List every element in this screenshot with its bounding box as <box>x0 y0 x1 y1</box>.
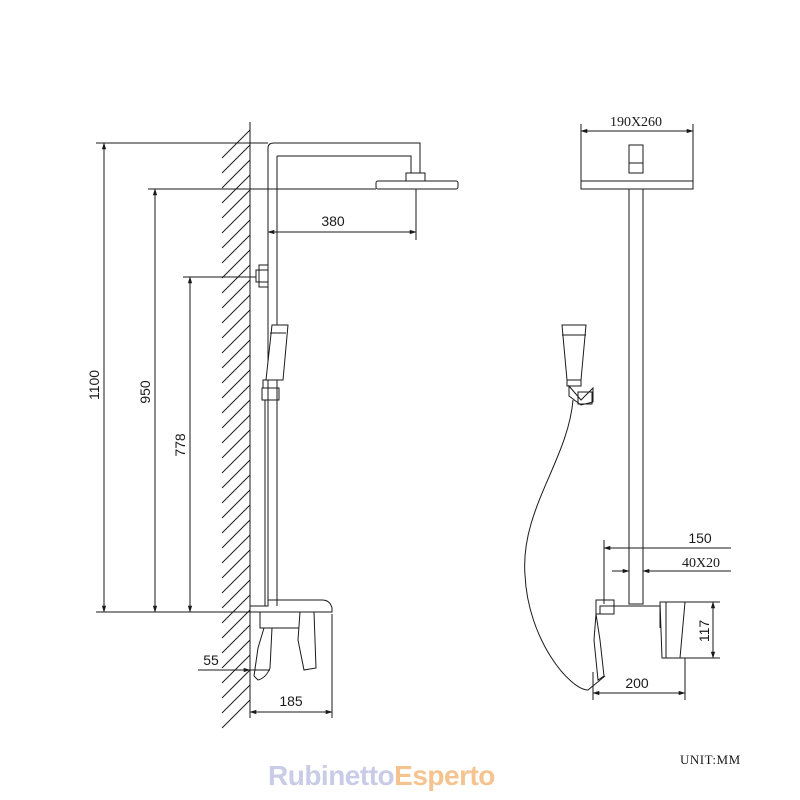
hatch-line <box>221 144 251 174</box>
hatch-line <box>221 279 251 309</box>
label-117: 117 <box>696 620 712 643</box>
dim-380 <box>267 189 417 240</box>
label-380: 380 <box>321 213 345 229</box>
label-190x260: 190X260 <box>610 115 662 130</box>
hatch-line <box>221 339 251 369</box>
hatch-line <box>221 444 251 474</box>
hatch-line <box>221 504 251 534</box>
label-185: 185 <box>279 693 303 709</box>
label-150: 150 <box>688 530 712 546</box>
hatch-line <box>221 489 251 519</box>
hatch-line <box>221 204 251 234</box>
dim-200 <box>592 658 686 700</box>
hatch-line <box>221 654 251 684</box>
shower-head-front <box>580 144 694 190</box>
hatch-line <box>221 474 251 504</box>
label-778: 778 <box>172 433 188 457</box>
shower-arm <box>267 142 421 173</box>
hatch-line <box>221 234 251 264</box>
label-1100: 1100 <box>86 370 102 400</box>
brand-part-1: Rubinetto <box>268 760 395 791</box>
dim-117 <box>680 601 720 659</box>
pipe-connector <box>255 264 269 288</box>
hatch-line <box>221 354 251 384</box>
hatch-line <box>221 699 251 729</box>
wall-hatching <box>221 129 251 729</box>
dim-1100 <box>96 142 268 613</box>
dim-190x260 <box>580 124 694 181</box>
hatch-line <box>221 624 251 654</box>
dim-40x20 <box>612 540 731 604</box>
hatch-line <box>221 669 251 699</box>
hatch-line <box>221 159 251 189</box>
shower-head-side <box>375 172 459 190</box>
riser-front <box>628 188 644 605</box>
brand-part-2: Esperto <box>394 760 495 791</box>
hatch-line <box>221 639 251 669</box>
hatch-line <box>221 429 251 459</box>
dim-950 <box>148 188 376 613</box>
hatch-line <box>221 129 251 159</box>
hatch-line <box>221 189 251 219</box>
hatch-line <box>221 384 251 414</box>
hand-shower-side <box>261 324 289 401</box>
hatch-line <box>221 294 251 324</box>
shower-hose <box>524 399 606 691</box>
label-55: 55 <box>203 652 219 668</box>
hatch-line <box>221 684 251 714</box>
hatch-line <box>221 324 251 354</box>
wall <box>221 122 251 729</box>
dim-185 <box>249 614 333 718</box>
mixer-valve-front <box>593 599 686 681</box>
hatch-line <box>221 249 251 279</box>
hatch-line <box>221 594 251 624</box>
label-40x20: 40X20 <box>682 556 720 571</box>
hatch-line <box>221 219 251 249</box>
hatch-line <box>221 264 251 294</box>
unit-label: UNIT:MM <box>680 752 741 767</box>
label-950: 950 <box>137 380 153 404</box>
hatch-line <box>221 459 251 489</box>
mixer-valve-side <box>250 599 333 681</box>
hand-shower-front <box>561 324 594 406</box>
hatch-line <box>221 549 251 579</box>
hatch-line <box>221 309 251 339</box>
hatch-line <box>221 534 251 564</box>
hatch-line <box>221 414 251 444</box>
hatch-line <box>221 579 251 609</box>
hatch-line <box>221 399 251 429</box>
hatch-line <box>221 519 251 549</box>
hatch-line <box>221 564 251 594</box>
label-200: 200 <box>625 675 649 691</box>
dim-150 <box>603 540 731 604</box>
brand-logo: RubinettoEsperto <box>268 760 495 792</box>
hatch-line <box>221 609 251 639</box>
hatch-line <box>221 369 251 399</box>
dim-778 <box>183 276 256 613</box>
